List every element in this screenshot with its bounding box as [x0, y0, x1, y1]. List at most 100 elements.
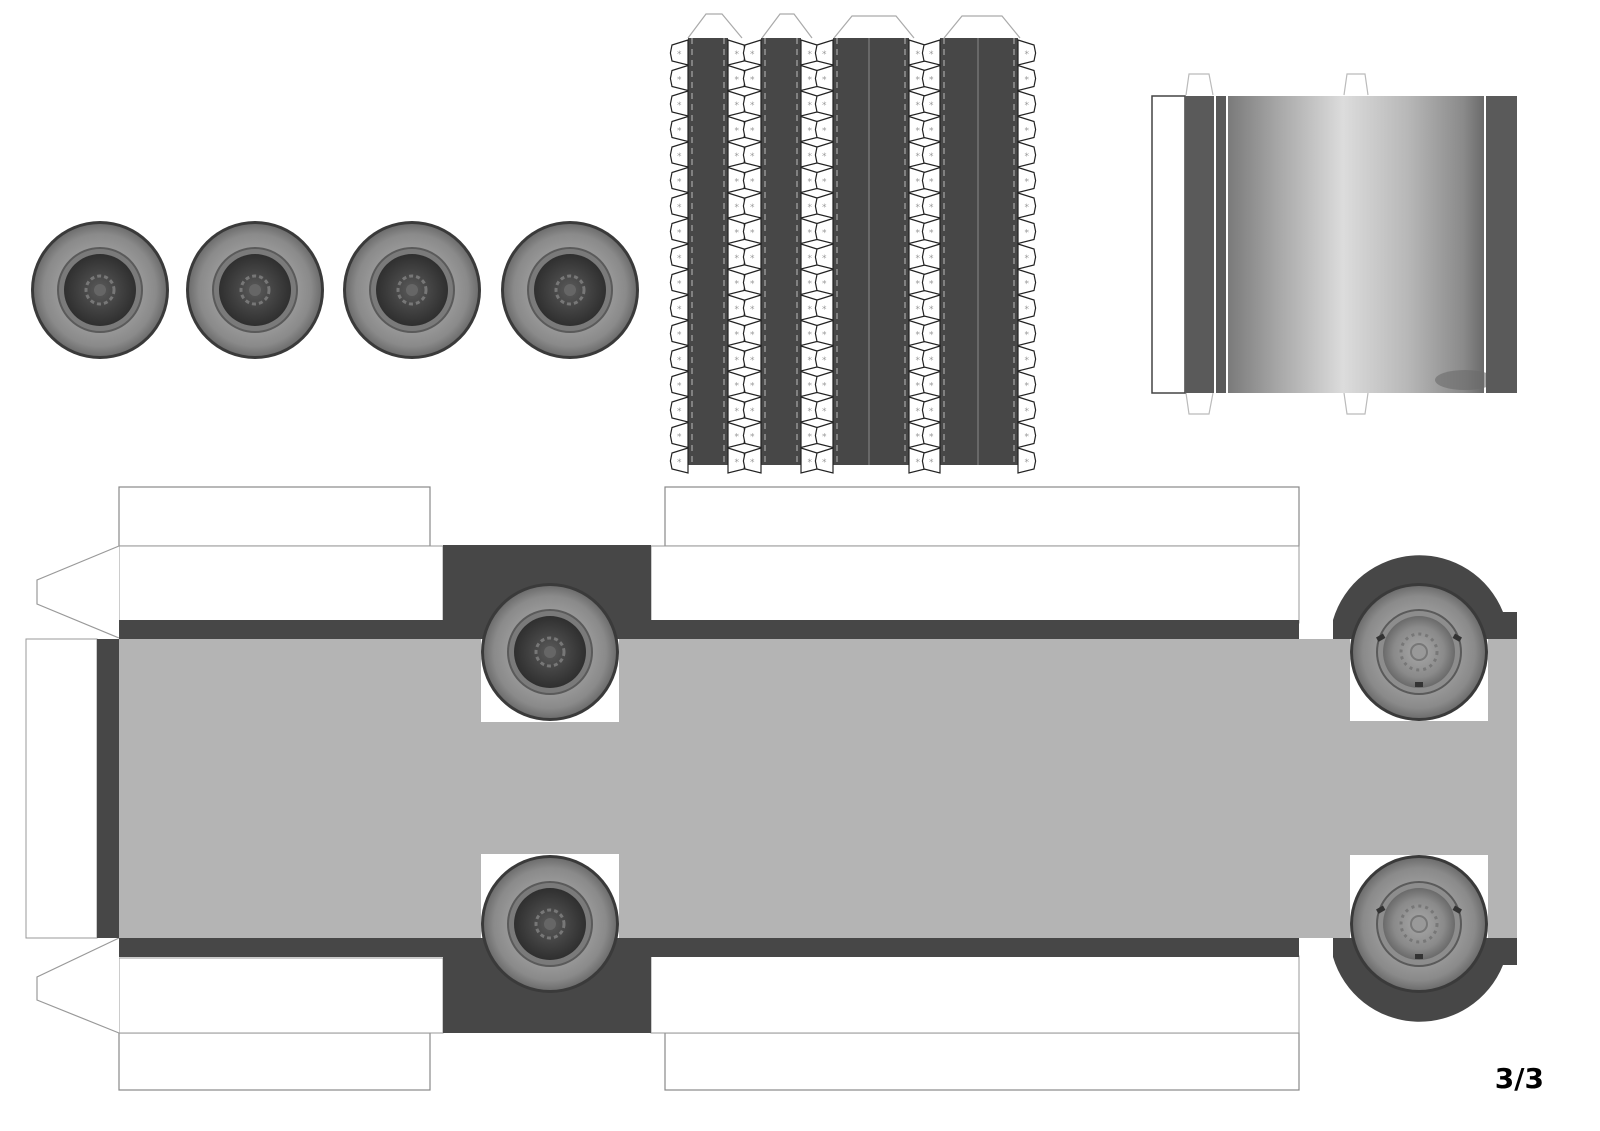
svg-text:*: *: [929, 76, 934, 86]
svg-text:*: *: [1025, 433, 1030, 443]
svg-text:*: *: [735, 356, 740, 366]
svg-text:*: *: [750, 76, 755, 86]
svg-text:*: *: [750, 203, 755, 213]
svg-text:*: *: [735, 152, 740, 162]
svg-text:*: *: [677, 178, 682, 188]
chassis: [25, 486, 1517, 1091]
svg-text:*: *: [750, 305, 755, 315]
svg-text:*: *: [1025, 382, 1030, 392]
rear-right-wheel-icon: [1348, 853, 1490, 995]
svg-text:*: *: [750, 356, 755, 366]
svg-text:*: *: [677, 127, 682, 137]
svg-text:*: *: [916, 229, 921, 239]
svg-text:*: *: [808, 356, 813, 366]
svg-text:*: *: [677, 203, 682, 213]
svg-text:*: *: [808, 458, 813, 468]
svg-text:*: *: [750, 280, 755, 290]
svg-text:*: *: [735, 407, 740, 417]
svg-text:*: *: [929, 127, 934, 137]
svg-text:*: *: [808, 178, 813, 188]
svg-text:*: *: [1025, 101, 1030, 111]
svg-text:*: *: [735, 382, 740, 392]
svg-text:*: *: [1025, 76, 1030, 86]
front-left-wheel-icon: [479, 581, 621, 723]
svg-text:*: *: [929, 101, 934, 111]
svg-text:*: *: [822, 254, 827, 264]
svg-text:*: *: [916, 152, 921, 162]
svg-text:*: *: [677, 76, 682, 86]
svg-text:*: *: [822, 331, 827, 341]
svg-text:*: *: [750, 50, 755, 60]
svg-text:*: *: [808, 76, 813, 86]
svg-text:*: *: [808, 382, 813, 392]
svg-text:*: *: [916, 50, 921, 60]
svg-text:*: *: [822, 433, 827, 443]
svg-text:*: *: [1025, 178, 1030, 188]
svg-text:*: *: [916, 382, 921, 392]
svg-text:*: *: [750, 433, 755, 443]
svg-text:*: *: [808, 101, 813, 111]
svg-text:*: *: [735, 280, 740, 290]
svg-text:*: *: [1025, 229, 1030, 239]
wheel-icon: [29, 219, 171, 361]
front-right-wheel-icon: [479, 853, 621, 995]
svg-text:*: *: [735, 331, 740, 341]
svg-text:*: *: [1025, 203, 1030, 213]
svg-text:*: *: [677, 152, 682, 162]
svg-text:*: *: [677, 101, 682, 111]
svg-text:*: *: [808, 305, 813, 315]
svg-text:*: *: [916, 178, 921, 188]
svg-text:*: *: [750, 407, 755, 417]
strip-sheet: * * * * * * * * * * * * * * * * * * * * * * * * * * * * * * * * * * * * * * * *…: [669, 13, 1037, 474]
svg-text:*: *: [929, 458, 934, 468]
loose-wheels: [29, 219, 641, 361]
svg-text:*: *: [808, 331, 813, 341]
svg-text:*: *: [916, 433, 921, 443]
svg-text:*: *: [822, 101, 827, 111]
svg-text:*: *: [822, 356, 827, 366]
wheel-icon: [341, 219, 483, 361]
wheel-icon: [499, 219, 641, 361]
svg-text:*: *: [916, 76, 921, 86]
svg-text:*: *: [929, 305, 934, 315]
svg-text:*: *: [677, 458, 682, 468]
svg-text:*: *: [735, 229, 740, 239]
svg-text:*: *: [735, 127, 740, 137]
svg-text:*: *: [822, 127, 827, 137]
svg-text:*: *: [822, 152, 827, 162]
svg-text:*: *: [808, 433, 813, 443]
svg-text:*: *: [808, 280, 813, 290]
svg-text:*: *: [1025, 458, 1030, 468]
svg-text:*: *: [822, 203, 827, 213]
svg-text:*: *: [750, 331, 755, 341]
svg-text:*: *: [808, 152, 813, 162]
svg-text:*: *: [735, 203, 740, 213]
svg-text:*: *: [929, 356, 934, 366]
svg-text:*: *: [916, 203, 921, 213]
svg-text:*: *: [735, 305, 740, 315]
svg-text:*: *: [808, 254, 813, 264]
wheel-icon: [184, 219, 326, 361]
svg-text:*: *: [677, 433, 682, 443]
svg-text:*: *: [808, 203, 813, 213]
svg-text:*: *: [735, 458, 740, 468]
svg-text:*: *: [735, 76, 740, 86]
svg-text:*: *: [822, 50, 827, 60]
svg-text:*: *: [822, 229, 827, 239]
svg-text:*: *: [808, 50, 813, 60]
svg-text:*: *: [929, 229, 934, 239]
svg-text:*: *: [750, 101, 755, 111]
svg-text:*: *: [929, 152, 934, 162]
svg-text:*: *: [1025, 331, 1030, 341]
svg-text:*: *: [916, 280, 921, 290]
svg-text:*: *: [916, 305, 921, 315]
svg-text:*: *: [916, 101, 921, 111]
svg-text:*: *: [750, 127, 755, 137]
svg-text:*: *: [1025, 127, 1030, 137]
svg-text:*: *: [677, 407, 682, 417]
svg-text:*: *: [822, 280, 827, 290]
svg-text:*: *: [735, 433, 740, 443]
svg-text:*: *: [929, 254, 934, 264]
svg-text:*: *: [916, 356, 921, 366]
page-number: 3/3: [1494, 1062, 1544, 1095]
